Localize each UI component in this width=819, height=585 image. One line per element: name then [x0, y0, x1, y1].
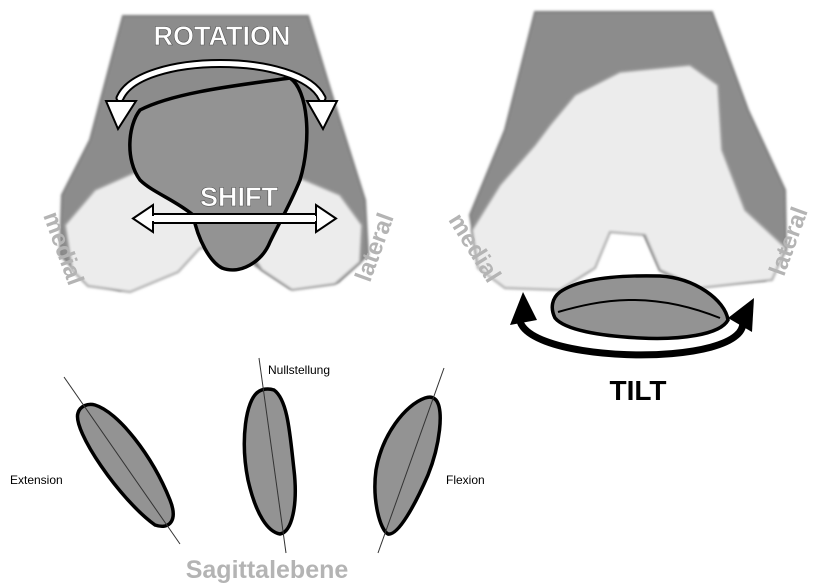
left-femur-panel: ROTATION SHIFT medial lateral: [37, 16, 399, 292]
sagittal-panel: Extension Nullstellung Flexion Sagittale…: [10, 358, 485, 584]
patella-extension: [64, 377, 180, 544]
rotation-label: ROTATION: [154, 21, 291, 51]
extension-label: Extension: [10, 473, 63, 487]
nullstellung-label: Nullstellung: [268, 363, 330, 377]
right-femur-panel: TILT medial lateral: [443, 12, 814, 406]
shift-label: SHIFT: [200, 182, 279, 212]
tilt-label: TILT: [609, 375, 666, 406]
sagittalebene-label: Sagittalebene: [186, 556, 349, 584]
flexion-label: Flexion: [446, 473, 485, 487]
patella-neutral: [244, 358, 295, 553]
tilt-arrowhead-left: [510, 292, 537, 325]
patella-flexion: [375, 368, 444, 553]
extension-axis: [64, 377, 180, 544]
